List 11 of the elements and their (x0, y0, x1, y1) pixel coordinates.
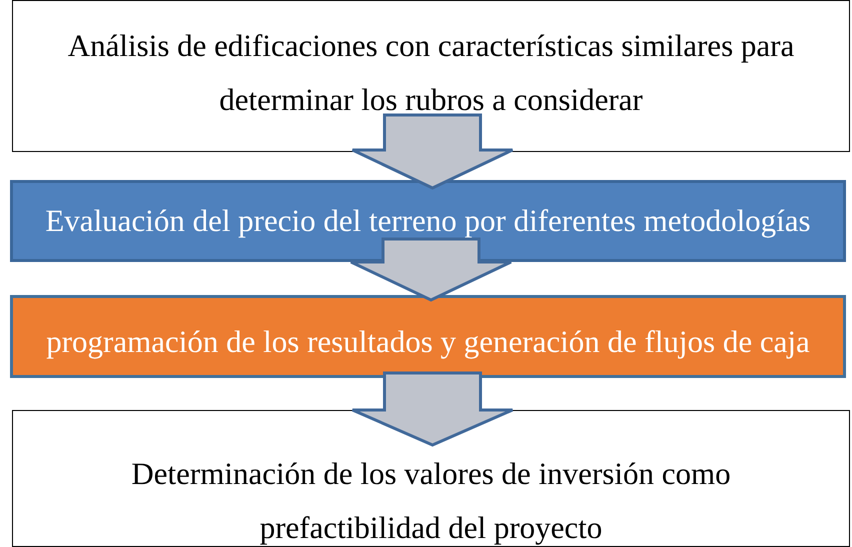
block-arrow (351, 372, 514, 447)
process-box (12, 410, 850, 547)
box-text: Evaluación del precio del terreno por diferentes metodologías (44, 202, 812, 240)
process-box (10, 295, 846, 378)
process-box (12, 0, 850, 152)
box-text: programación de los resultados y generación de flujos de caja (45, 323, 811, 361)
block-arrow (351, 114, 514, 190)
block-arrow (350, 238, 512, 302)
box-text: Análisis de edificaciones con características similares para determinar los rubros a considerar (66, 27, 796, 119)
box-text: Determinación de los valores de inversión como prefactibilidad del proyecto (130, 455, 732, 547)
process-box (10, 180, 846, 262)
